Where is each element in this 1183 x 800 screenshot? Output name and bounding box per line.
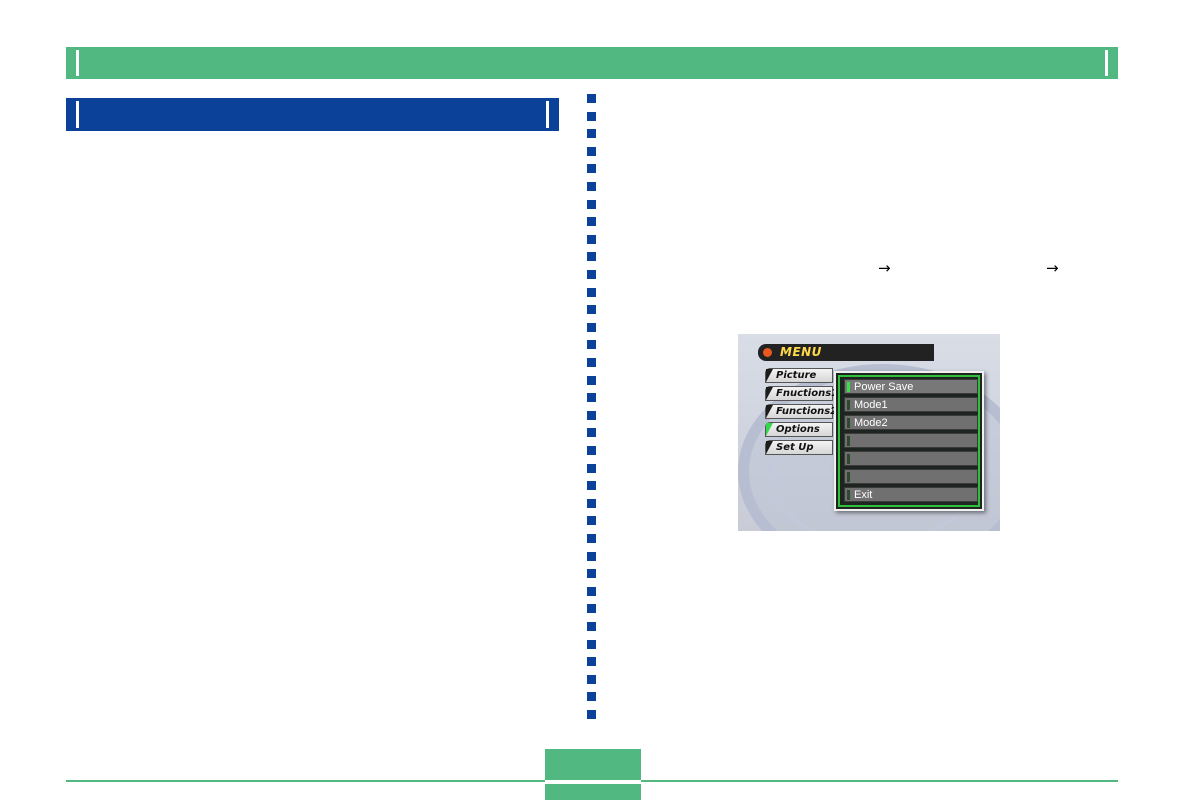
tab-functions1[interactable]: Fnuctions1: [765, 386, 838, 401]
menu-item-empty[interactable]: [844, 433, 978, 448]
divider-dot: [587, 182, 596, 191]
arrow-right-icon: →: [1046, 259, 1059, 277]
divider-dot: [587, 586, 596, 596]
menu-item-label: Exit: [854, 489, 873, 501]
divider-dot: [587, 569, 596, 579]
menu-item-exit[interactable]: Exit: [844, 487, 978, 502]
header-bar-tick-left: [76, 50, 79, 76]
divider-dot: [587, 534, 596, 543]
divider-dot: [587, 375, 596, 385]
divider-dot: [587, 428, 596, 438]
menu-item-empty[interactable]: [844, 469, 978, 484]
menu-item-label: Mode1: [854, 399, 888, 411]
section-heading-bar: [66, 98, 559, 131]
divider-dot: [587, 234, 596, 244]
divider-dot: [587, 481, 596, 491]
menu-item-label: Power Save: [854, 381, 914, 393]
divider-dot: [587, 410, 596, 420]
page-box-gap: [545, 780, 641, 784]
divider-dot: [587, 305, 596, 315]
divider-dot: [587, 446, 596, 455]
divider-dot: [587, 322, 596, 332]
divider-dot: [587, 287, 596, 297]
tab-label: Options: [776, 424, 820, 435]
tab-functions2[interactable]: Functions2: [765, 404, 837, 419]
selection-marker: [847, 454, 850, 464]
divider-dot: [587, 270, 596, 279]
divider-dot: [587, 498, 596, 508]
selection-marker: [847, 382, 850, 392]
divider-dot: [587, 199, 596, 209]
divider-dot: [587, 217, 596, 227]
divider-dot: [587, 516, 596, 526]
section-bar-tick-right: [546, 101, 549, 128]
options-panel: Power Save Mode1 Mode2: [834, 371, 984, 511]
divider-dot: [587, 252, 596, 262]
header-bar-tick-right: [1105, 50, 1108, 76]
divider-dot: [587, 94, 596, 103]
tab-label: Picture: [776, 370, 817, 381]
divider-dot: [587, 622, 596, 631]
menu-item-mode1[interactable]: Mode1: [844, 397, 978, 412]
selection-marker: [847, 418, 850, 428]
menu-item-mode2[interactable]: Mode2: [844, 415, 978, 430]
tab-corner: [766, 387, 773, 400]
page-header-bar: [66, 47, 1118, 79]
section-bar-tick-left: [76, 101, 79, 128]
divider-dot: [587, 340, 596, 350]
options-panel-frame: Power Save Mode1 Mode2: [838, 375, 980, 507]
arrow-right-icon: →: [878, 259, 891, 277]
menu-title-bar: MENU: [758, 344, 934, 361]
divider-dot: [587, 639, 596, 649]
column-divider-dots: [587, 94, 597, 734]
divider-dot: [587, 692, 596, 702]
divider-dot: [587, 111, 596, 121]
tab-corner-active: [766, 423, 773, 436]
divider-dot: [587, 129, 596, 139]
selection-marker: [847, 436, 850, 446]
divider-dot: [587, 146, 596, 156]
tab-label: Fnuctions1: [776, 388, 839, 399]
divider-dot: [587, 463, 596, 473]
tab-label: Set Up: [776, 442, 814, 453]
menu-item-empty[interactable]: [844, 451, 978, 466]
tab-label: Functions2: [776, 406, 838, 417]
divider-dot: [587, 657, 596, 667]
page-number-box: [545, 749, 641, 800]
divider-dot: [587, 674, 596, 684]
tab-picture[interactable]: Picture: [765, 368, 833, 383]
divider-dot: [587, 358, 596, 367]
menu-title: MENU: [780, 345, 822, 359]
divider-dot: [587, 551, 596, 561]
divider-dot: [587, 164, 596, 174]
selection-marker: [847, 490, 850, 500]
tab-corner: [766, 405, 773, 418]
divider-dot: [587, 393, 596, 403]
camera-menu-screenshot: MENU Picture Fnuctions1 Functions2 Optio…: [738, 334, 1000, 531]
menu-dot-icon: [763, 348, 772, 357]
tab-set-up[interactable]: Set Up: [765, 440, 833, 455]
divider-dot: [587, 604, 596, 614]
menu-item-power-save[interactable]: Power Save: [844, 379, 978, 394]
tab-corner: [766, 369, 773, 382]
menu-item-label: Mode2: [854, 417, 888, 429]
divider-dot: [587, 710, 596, 719]
tab-corner: [766, 441, 773, 454]
selection-marker: [847, 472, 850, 482]
tab-options[interactable]: Options: [765, 422, 833, 437]
selection-marker: [847, 400, 850, 410]
